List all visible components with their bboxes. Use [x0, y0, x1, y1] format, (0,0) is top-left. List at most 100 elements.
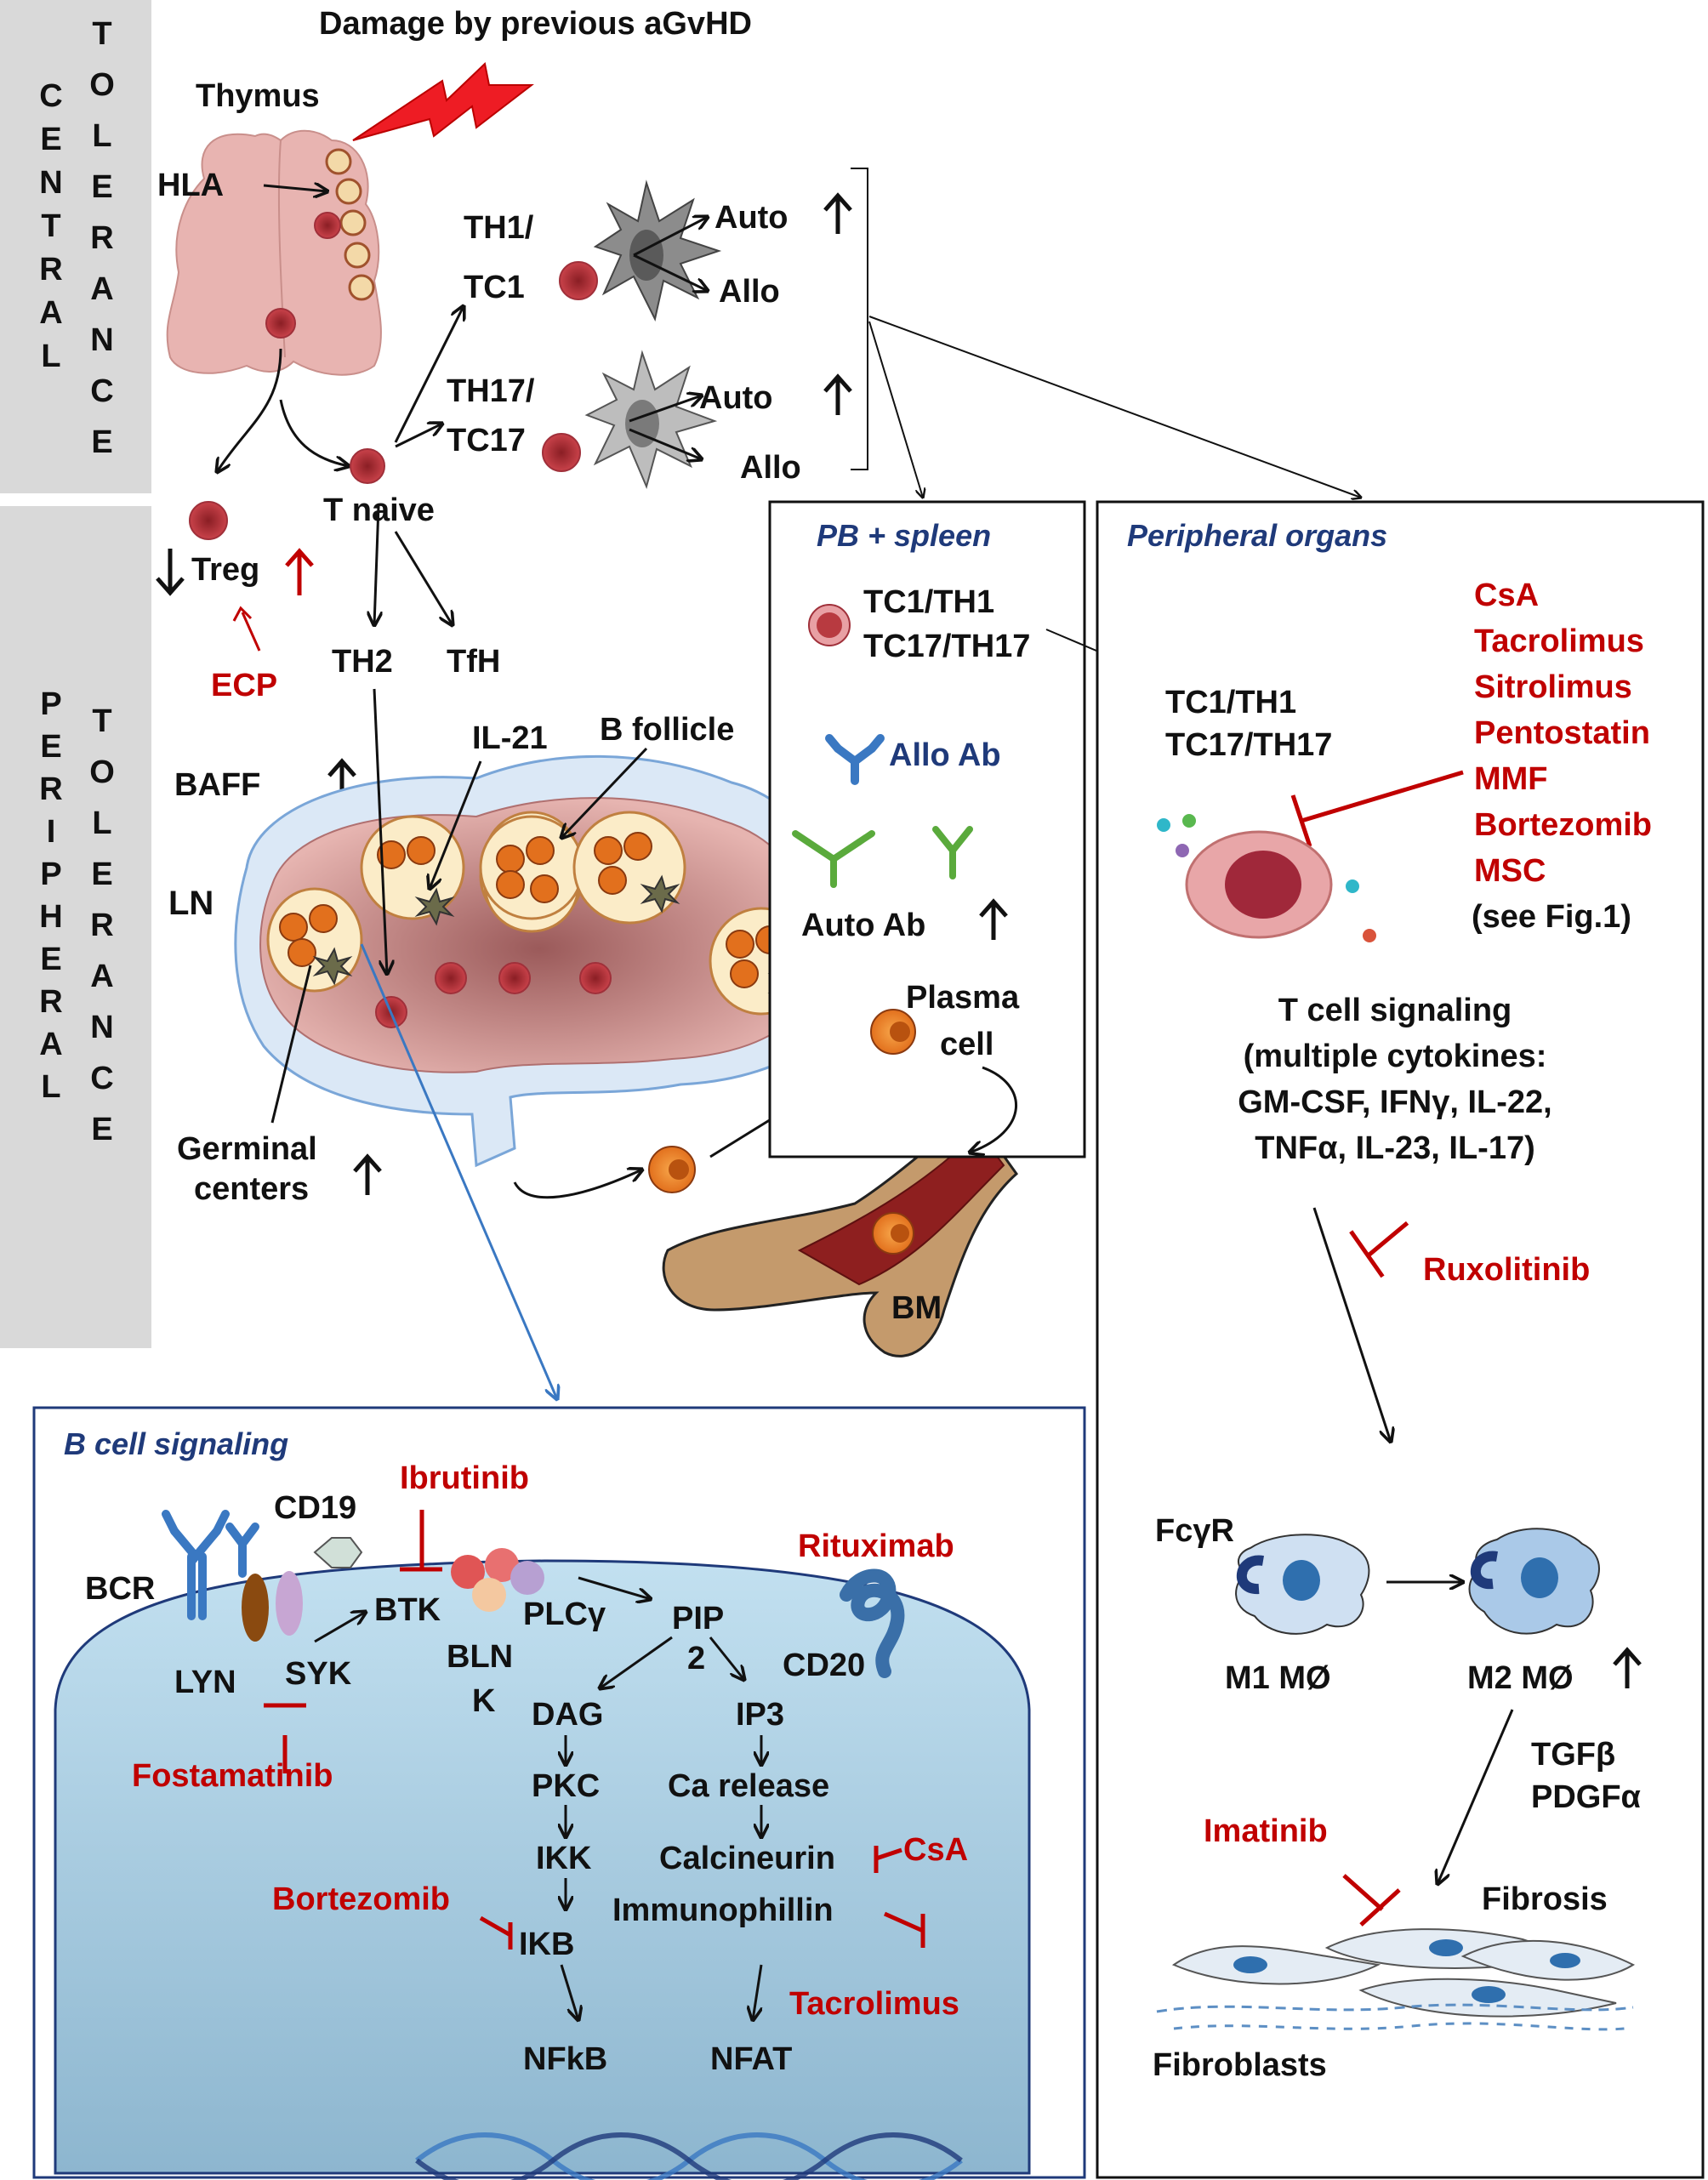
m2-receptor-icon: [1470, 1551, 1498, 1590]
peripheral-tolerance-letter: C: [90, 1061, 113, 1096]
cd20-label: CD20: [783, 1648, 865, 1683]
ecp-arrow: [241, 612, 261, 652]
see-fig-label: (see Fig.1): [1472, 899, 1631, 935]
treg-up-arrow-icon: [285, 548, 314, 595]
allo1-label: Allo: [719, 274, 780, 310]
central-letter: A: [39, 295, 62, 331]
b-cell-box-title: B cell signaling: [64, 1426, 288, 1461]
peripheral-tolerance-letter: R: [90, 908, 113, 943]
ca-release-label: Ca release: [668, 1768, 829, 1804]
rituximab-label: Rituximab: [798, 1528, 954, 1564]
signaling-line: GM-CSF, IFNγ, IL-22,: [1238, 1084, 1551, 1120]
syk-icon: [276, 1571, 303, 1636]
central-letter: R: [39, 252, 62, 287]
drug-list: CsATacrolimusSitrolimusPentostatinMMFBor…: [1474, 578, 1652, 889]
th17-cell: [542, 433, 581, 472]
bone-marrow-vessel: [797, 1130, 1005, 1286]
ecp-arrowhead: [232, 606, 253, 622]
signaling-line: (multiple cytokines:: [1244, 1039, 1547, 1074]
nfat-label: NFAT: [710, 2041, 792, 2077]
signaling-to-macrophage-arrow: [1312, 1207, 1391, 1442]
dendritic-nucleus-1: [629, 230, 663, 281]
thymocyte-cell: [314, 212, 341, 239]
hla-label: HLA: [157, 168, 224, 203]
m1-nucleus: [1283, 1560, 1320, 1601]
bcr-label: BCR: [85, 1571, 155, 1607]
naive-to-th1-arrow: [394, 306, 464, 443]
plasma-nucleus: [669, 1159, 689, 1180]
th1-label-line2: TC1: [464, 270, 525, 305]
peripheral-letter: H: [39, 899, 62, 935]
dna-helix-icon: [415, 2132, 963, 2180]
to-allo1-arrow: [633, 253, 708, 291]
drug-inhibition-icon: [1290, 770, 1464, 847]
central-letter: T: [41, 208, 60, 244]
bortezomib-label: Bortezomib: [272, 1881, 450, 1917]
il21-arrow: [430, 760, 482, 889]
syk-to-btk-arrow: [314, 1612, 366, 1643]
allo-ab-label: Allo Ab: [889, 737, 1001, 773]
pb-t-cell-nucleus: [817, 612, 842, 638]
damage-lightning-icon: [352, 62, 534, 141]
syk-label: SYK: [285, 1656, 352, 1692]
ruxolitinib-label: Ruxolitinib: [1423, 1252, 1590, 1288]
bortezomib-inhibition-icon: [479, 1915, 513, 1949]
lymph-node-b-cells: [279, 832, 784, 988]
peripheral-tolerance-letter: T: [92, 703, 111, 739]
tacrolimus-inhibition-icon: [883, 1911, 925, 1948]
central-tolerance-letter: O: [89, 67, 115, 103]
plcg-label: PLCγ: [523, 1597, 606, 1632]
to-allo2-arrow: [629, 428, 702, 459]
ip3-label: IP3: [736, 1697, 784, 1733]
auto2-up-arrow-icon: [823, 373, 852, 415]
th2-to-ln-arrow: [373, 688, 387, 974]
bracket-to-pb-arrow: [868, 321, 923, 498]
auto-ab-up-arrow-icon: [979, 898, 1008, 940]
fibroblasts-label: Fibroblasts: [1153, 2047, 1327, 2083]
btk-label: BTK: [374, 1592, 441, 1628]
tgfb-label: TGFβ: [1531, 1737, 1615, 1773]
peripheral-tolerance-letter: O: [89, 754, 115, 790]
peripheral-letter: P: [40, 857, 61, 892]
b-follicle-label: B follicle: [600, 712, 734, 748]
ikb-to-nfkb-arrow: [560, 1964, 578, 2020]
drug-item: Pentostatin: [1474, 715, 1650, 751]
bracket: [851, 168, 868, 470]
peripheral-letter: E: [40, 942, 61, 977]
pip-to-dag-arrow: [600, 1636, 673, 1688]
thymus-epithelial-cells: [325, 148, 375, 301]
ikk-label: IKK: [536, 1841, 592, 1876]
m2-to-fibrosis-arrow: [1438, 1709, 1514, 1884]
t-cell-signaling-text: T cell signaling(multiple cytokines:GM-C…: [1238, 993, 1551, 1166]
ikb-label: IKB: [519, 1927, 574, 1962]
central-tolerance-letter: C: [90, 373, 113, 409]
imatinib-label: Imatinib: [1204, 1813, 1328, 1849]
baff-label: BAFF: [174, 767, 260, 803]
immunophillin-to-nfat-arrow: [753, 1964, 763, 2020]
auto-antibody-icon: [792, 826, 973, 888]
ln-to-plasma-arrow: [513, 1170, 642, 1199]
m2-up-arrow-icon: [1613, 1647, 1642, 1688]
m2-label: M2 MØ: [1467, 1660, 1574, 1696]
treg-down-arrow-icon: [156, 549, 185, 596]
treg-cell: [189, 501, 228, 540]
bln-label: BLN: [447, 1639, 513, 1675]
central-tolerance-letter: R: [90, 220, 113, 256]
central-letter: C: [39, 78, 62, 114]
fcgr-label: FcγR: [1155, 1513, 1234, 1549]
ibrutinib-label: Ibrutinib: [400, 1460, 529, 1496]
naive-to-tfh-arrow: [394, 531, 453, 625]
peripheral-letter: R: [39, 984, 62, 1020]
central-tolerance-panel: [0, 0, 151, 493]
central-letter: L: [41, 339, 60, 374]
central-tolerance-letter: E: [91, 424, 112, 460]
csa-label: CsA: [903, 1832, 968, 1868]
btk-complex-icon: [451, 1548, 544, 1612]
bracket-to-peripheral-arrow: [868, 316, 1361, 498]
allo2-label: Allo: [740, 450, 801, 486]
b-cell-body: [54, 1559, 1031, 2175]
hla-arrow: [263, 185, 327, 191]
